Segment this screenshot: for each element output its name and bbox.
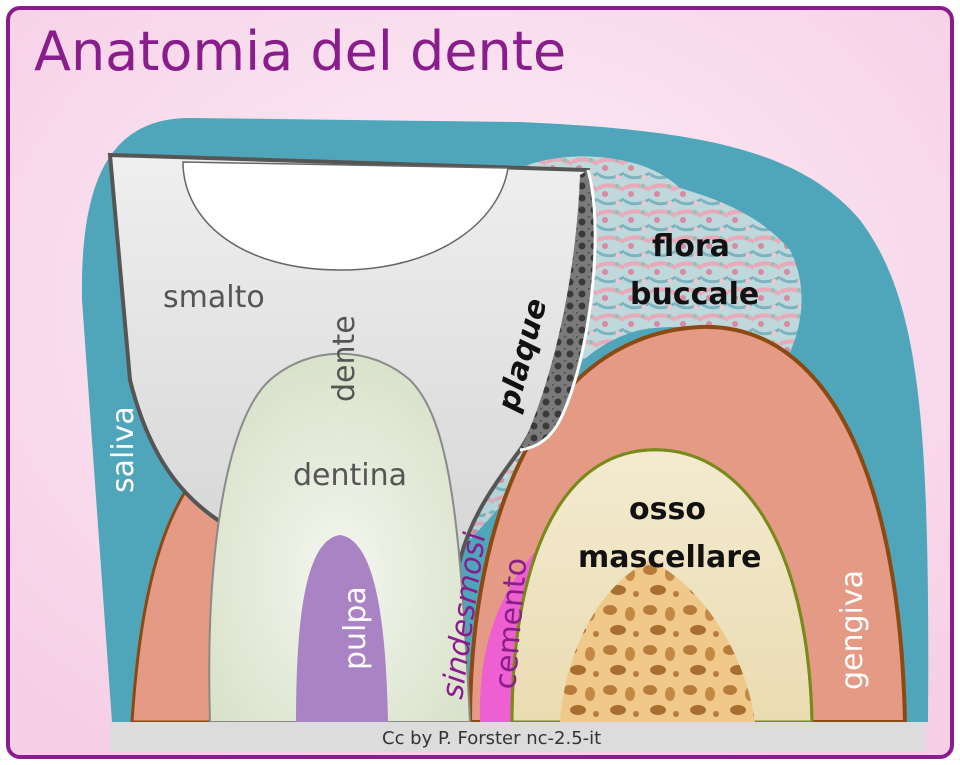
credit-text: Cc by P. Forster nc-2.5-it bbox=[382, 728, 601, 749]
crown-occlusal-surface bbox=[182, 161, 509, 271]
plaque-region bbox=[520, 170, 596, 450]
label-dente: dente bbox=[327, 315, 362, 402]
label-dentina: dentina bbox=[293, 458, 407, 493]
osso-spongy-texture bbox=[560, 560, 755, 722]
credit-bar bbox=[110, 722, 925, 752]
pulpa-region bbox=[296, 535, 388, 722]
label-flora: flora bbox=[652, 229, 730, 264]
label-smalto: smalto bbox=[163, 280, 265, 315]
label-pulpa: pulpa bbox=[338, 586, 373, 670]
label-gengiva: gengiva bbox=[835, 570, 870, 690]
label-saliva: saliva bbox=[106, 406, 141, 493]
label-buccale: buccale bbox=[630, 277, 759, 312]
label-osso: osso bbox=[629, 492, 706, 527]
page-title: Anatomia del dente bbox=[34, 20, 566, 83]
label-mascellare: mascellare bbox=[578, 540, 761, 575]
